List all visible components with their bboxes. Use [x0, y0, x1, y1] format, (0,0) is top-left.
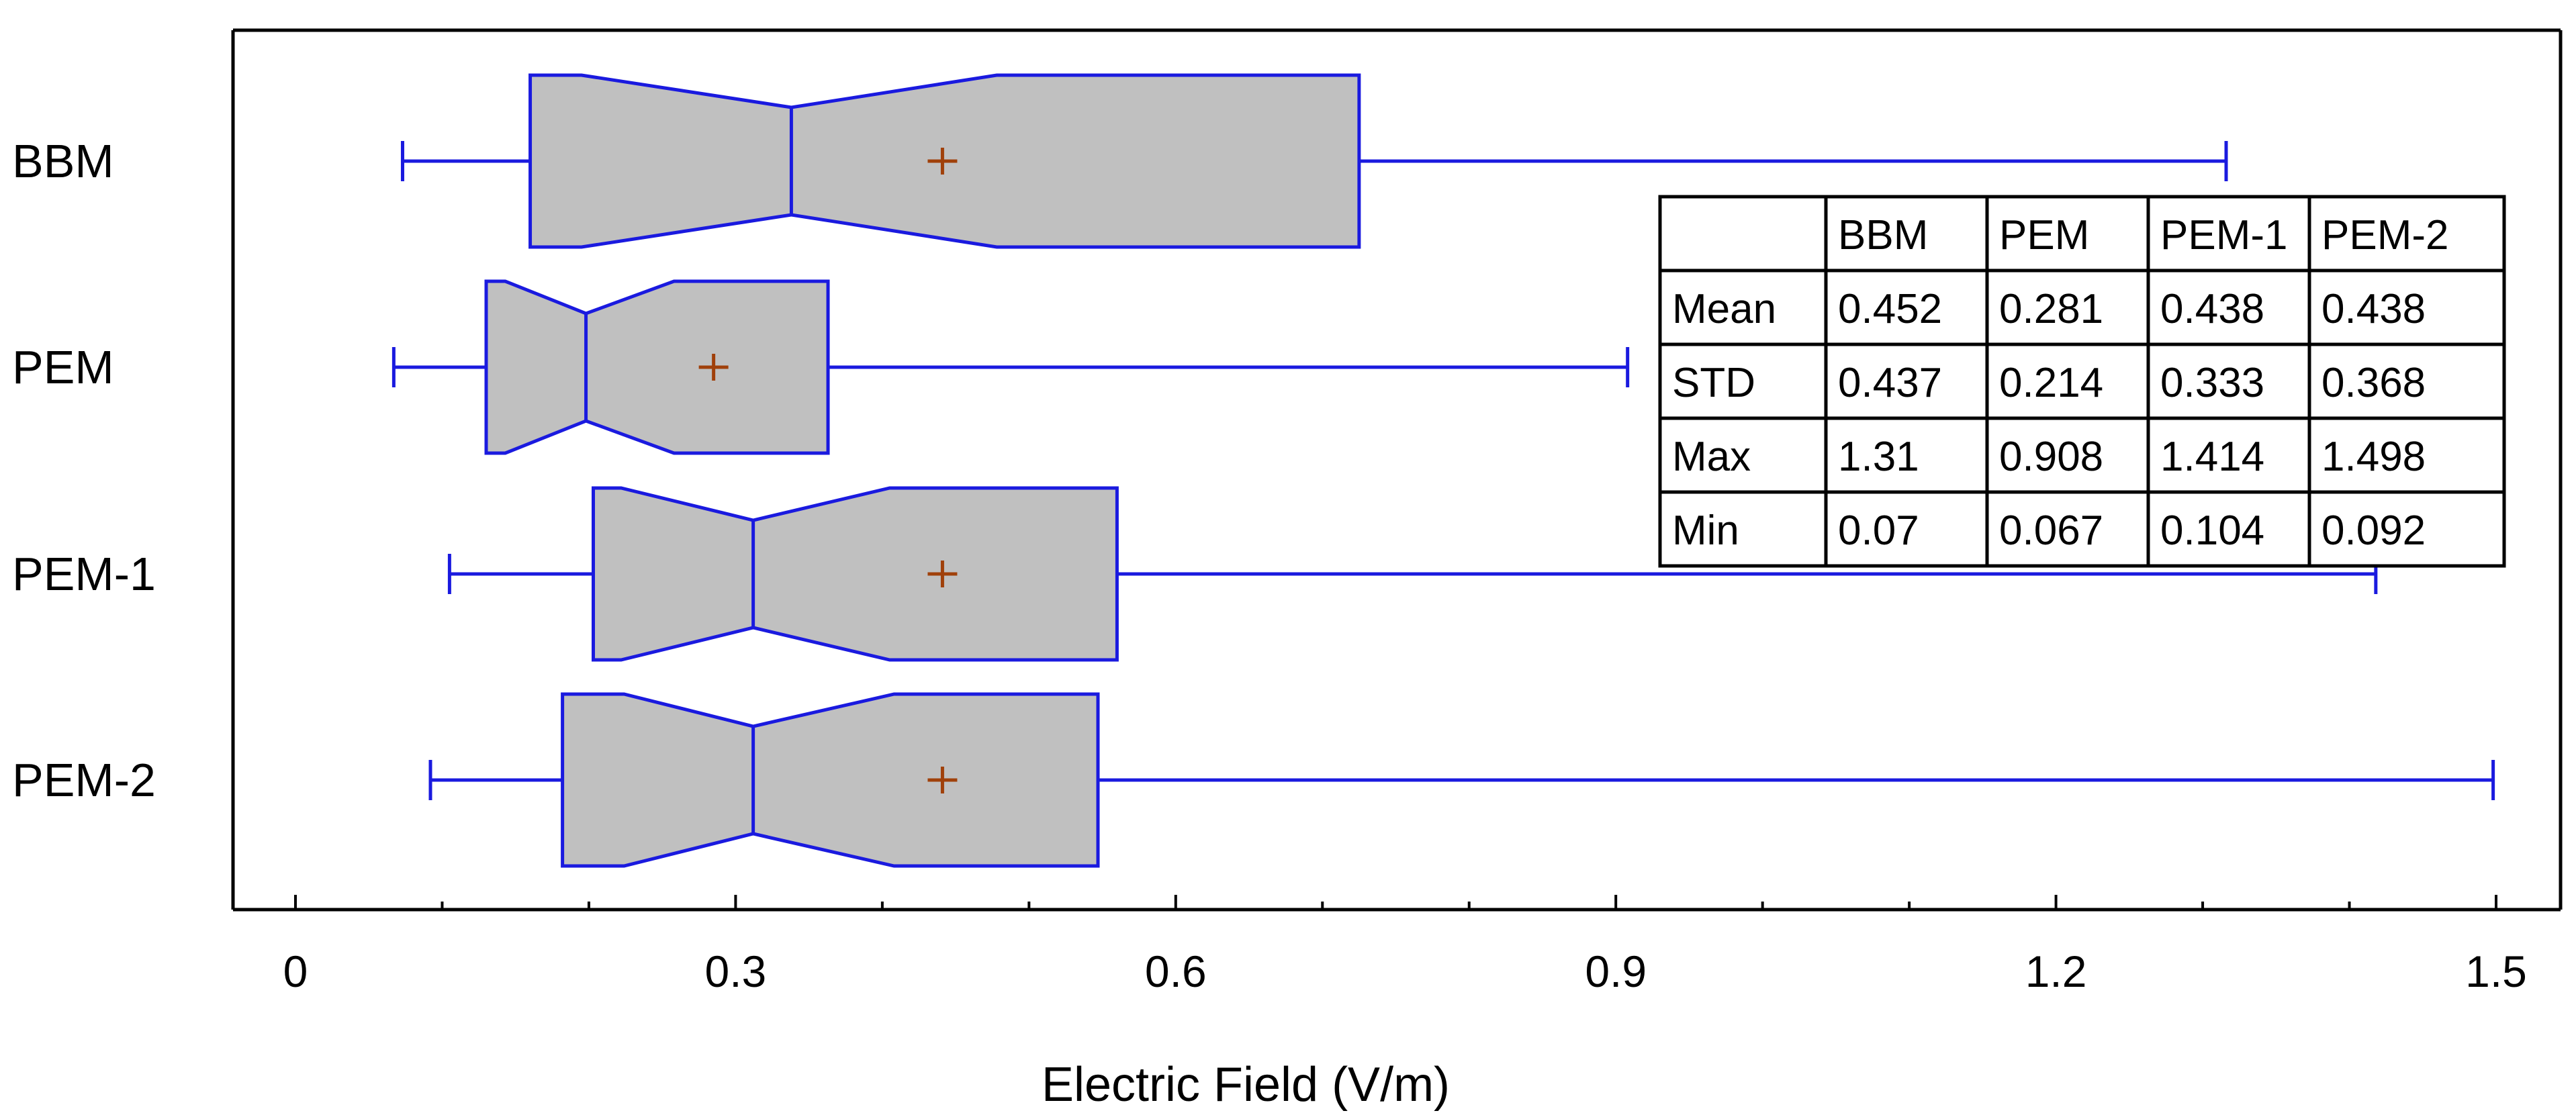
table-cell: 0.437 [1838, 360, 1942, 406]
x-tick-label: 0.3 [705, 947, 767, 996]
category-label: PEM-2 [12, 754, 156, 806]
table-cell: 0.281 [1999, 286, 2103, 332]
table-cell: 0.07 [1838, 507, 1919, 554]
table-cell: 1.498 [2321, 434, 2426, 480]
table-border [1658, 195, 2506, 568]
table-cell: 0.452 [1838, 286, 1942, 332]
table-row-label: Max [1672, 434, 1751, 480]
category-label: BBM [12, 135, 114, 187]
table-cell: 0.214 [1999, 360, 2103, 406]
category-label: PEM-1 [12, 548, 156, 600]
x-tick-label: 0 [283, 947, 308, 996]
box-series-pem: PEM [12, 279, 1630, 455]
table-cell: 0.067 [1999, 507, 2103, 554]
table-header-cell: PEM [1999, 212, 2089, 258]
table-cell: 1.414 [2160, 434, 2264, 480]
category-label: PEM [12, 341, 114, 393]
notched-box [591, 486, 1119, 662]
table-row-label: STD [1672, 360, 1755, 406]
x-tick-label: 0.9 [1585, 947, 1647, 996]
box-series-pem-1: PEM-1 [12, 486, 2378, 662]
table-cell: 0.438 [2321, 286, 2426, 332]
table-cell: 0.092 [2321, 507, 2426, 554]
table-row-label: Min [1672, 507, 1739, 554]
table-cell: 0.104 [2160, 507, 2264, 554]
box-series-bbm: BBM [12, 73, 2228, 249]
table-header-cell: PEM-1 [2160, 212, 2287, 258]
x-tick-label: 0.6 [1145, 947, 1207, 996]
box-series-pem-2: PEM-2 [12, 692, 2495, 868]
notched-box [484, 279, 830, 455]
table-cell: 0.438 [2160, 286, 2264, 332]
table-row-label: Mean [1672, 286, 1776, 332]
x-axis-label: Electric Field (V/m) [1042, 1058, 1450, 1112]
table-cell: 0.908 [1999, 434, 2103, 480]
table-header-cell: PEM-2 [2321, 212, 2448, 258]
table-header-cell: BBM [1838, 212, 1928, 258]
table-cell: 0.333 [2160, 360, 2264, 406]
table-cell: 0.368 [2321, 360, 2426, 406]
axis-layer: 0 0.3 0.6 0.9 1.2 1.5 [231, 28, 2563, 996]
x-tick-label: 1.5 [2465, 947, 2527, 996]
table-cell: 1.31 [1838, 434, 1919, 480]
x-tick-label: 1.2 [2025, 947, 2087, 996]
notched-box [561, 692, 1100, 868]
